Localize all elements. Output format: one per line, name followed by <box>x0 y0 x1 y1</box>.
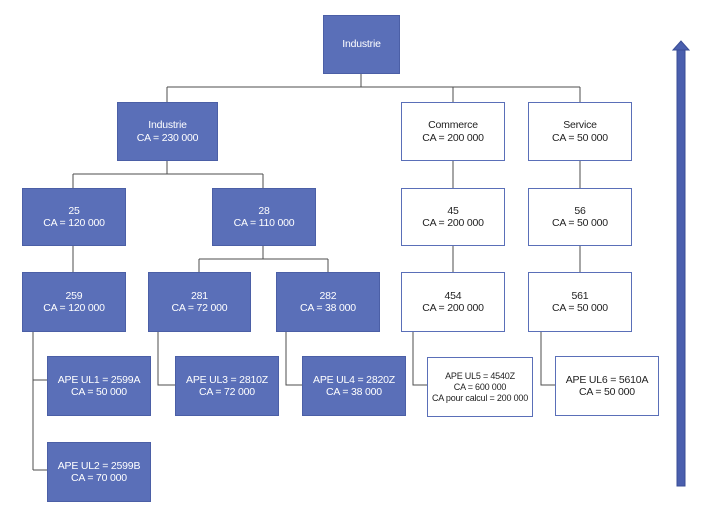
node-561: 561 CA = 50 000 <box>528 272 632 332</box>
node-ul3-ca: CA = 72 000 <box>199 386 255 398</box>
connector-282 <box>285 332 302 386</box>
node-ul6: APE UL6 = 5610A CA = 50 000 <box>555 356 659 416</box>
node-ul5-ape: APE UL5 = 4540Z <box>445 370 515 381</box>
node-ul2-ape: APE UL2 = 2599B <box>57 459 141 472</box>
node-56: 56 CA = 50 000 <box>528 188 632 246</box>
node-root-label: Industrie <box>342 38 381 51</box>
node-561-label: 561 <box>571 289 589 302</box>
connector-281 <box>157 332 175 386</box>
node-45: 45 CA = 200 000 <box>401 188 505 246</box>
up-arrow <box>671 40 691 487</box>
node-industrie-ca: CA = 230 000 <box>136 131 199 144</box>
node-service: Service CA = 50 000 <box>528 102 632 161</box>
node-259-label: 259 <box>65 289 83 302</box>
node-ul5: APE UL5 = 4540Z CA = 600 000 CA pour cal… <box>427 357 533 417</box>
node-ul4: APE UL4 = 2820Z CA = 38 000 <box>302 356 406 416</box>
node-282: 282 CA = 38 000 <box>276 272 380 332</box>
node-service-label: Service <box>563 119 597 131</box>
node-ul1-ape: APE UL1 = 2599A <box>57 373 141 386</box>
node-ul6-ape: APE UL6 = 5610A <box>565 373 649 386</box>
node-ul5-ca: CA = 600 000 <box>453 381 507 392</box>
node-45-ca: CA = 200 000 <box>422 217 484 229</box>
node-ul1-ca: CA = 50 000 <box>71 386 127 398</box>
node-root-industrie: Industrie <box>323 15 400 74</box>
node-commerce-label: Commerce <box>428 119 478 131</box>
node-ul3: APE UL3 = 2810Z CA = 72 000 <box>175 356 279 416</box>
node-454: 454 CA = 200 000 <box>401 272 505 332</box>
connector-industrie <box>72 161 264 188</box>
connector-28 <box>198 246 329 272</box>
node-56-label: 56 <box>574 204 586 217</box>
node-28-label: 28 <box>258 204 270 217</box>
node-281-ca: CA = 72 000 <box>171 302 228 314</box>
node-ul1: APE UL1 = 2599A CA = 50 000 <box>47 356 151 416</box>
node-commerce: Commerce CA = 200 000 <box>401 102 505 161</box>
node-259: 259 CA = 120 000 <box>22 272 126 332</box>
up-arrow-head <box>671 40 691 51</box>
node-56-ca: CA = 50 000 <box>552 217 608 229</box>
node-ul5-ca-calcul: CA pour calcul = 200 000 <box>431 392 529 403</box>
node-25: 25 CA = 120 000 <box>22 188 126 246</box>
node-ul4-ca: CA = 38 000 <box>326 386 382 398</box>
node-259-ca: CA = 120 000 <box>43 302 105 314</box>
node-282-label: 282 <box>319 289 337 302</box>
node-ul3-ape: APE UL3 = 2810Z <box>186 373 268 386</box>
node-industrie-label: Industrie <box>148 119 187 131</box>
node-561-ca: CA = 50 000 <box>552 302 608 314</box>
node-25-label: 25 <box>68 204 80 217</box>
node-28-ca: CA = 110 000 <box>233 217 295 229</box>
node-ul6-ca: CA = 50 000 <box>579 386 635 398</box>
connector-454 <box>412 332 427 386</box>
node-industrie: Industrie CA = 230 000 <box>117 102 218 161</box>
node-ul2-ca: CA = 70 000 <box>71 472 127 484</box>
node-commerce-ca: CA = 200 000 <box>422 131 484 144</box>
node-45-label: 45 <box>447 204 459 217</box>
node-service-ca: CA = 50 000 <box>552 131 608 144</box>
node-28: 28 CA = 110 000 <box>212 188 316 246</box>
node-25-ca: CA = 120 000 <box>43 217 105 229</box>
node-454-label: 454 <box>444 289 462 302</box>
connector-259 <box>32 332 47 471</box>
node-ul4-ape: APE UL4 = 2820Z <box>313 373 395 386</box>
node-454-ca: CA = 200 000 <box>422 302 484 314</box>
connector-root <box>166 74 581 102</box>
connector-561 <box>540 332 555 386</box>
node-281: 281 CA = 72 000 <box>148 272 251 332</box>
connectors <box>32 74 581 471</box>
node-ul2: APE UL2 = 2599B CA = 70 000 <box>47 442 151 502</box>
node-282-ca: CA = 38 000 <box>300 302 356 314</box>
node-281-label: 281 <box>191 289 208 302</box>
up-arrow-shaft <box>676 47 686 487</box>
